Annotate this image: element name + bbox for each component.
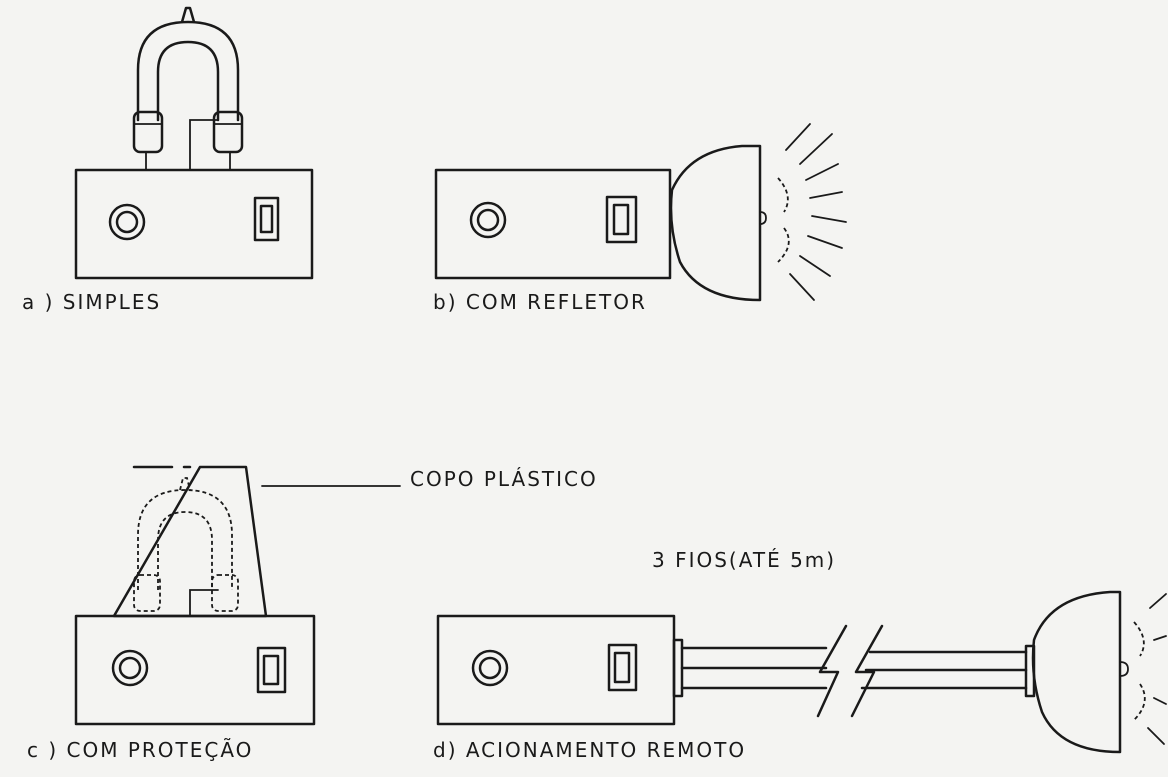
variant-d-remote [436,590,1167,754]
variant-c-protection [74,465,401,726]
reflector-b [669,144,762,302]
switch-a [253,196,280,242]
switch-b [605,195,638,244]
reflector-tip-d [1119,661,1129,677]
label-3-fios: 3 FIOS(ATÉ 5m) [652,548,837,572]
label-d-acionamento-remoto: d) ACIONAMENTO REMOTO [433,738,747,762]
light-rays-d [1133,593,1167,745]
light-rays-b [777,123,847,301]
round-button-d [471,649,509,687]
reflector-tip-b [759,211,767,225]
base-box-c [74,614,316,726]
three-wires [680,624,1028,718]
variant-a-simple [74,6,314,280]
reflector-d [1031,590,1122,754]
round-button-c [111,649,149,687]
label-b-com-refletor: b) COM REFLETOR [433,290,647,314]
switch-d [607,643,638,692]
variant-b-reflector [434,123,847,302]
label-c-com-protecao: c ) COM PROTEÇÃO [27,738,254,762]
base-box-b [434,168,672,280]
round-button-b [469,201,507,239]
flash-tube-c [133,477,239,617]
label-copo-plastico: COPO PLÁSTICO [410,467,598,491]
flash-tube-a [132,6,244,171]
switch-c [256,646,287,694]
base-box-a [74,168,314,280]
label-a-simples: a ) SIMPLES [22,290,162,314]
round-button-a [108,203,146,241]
